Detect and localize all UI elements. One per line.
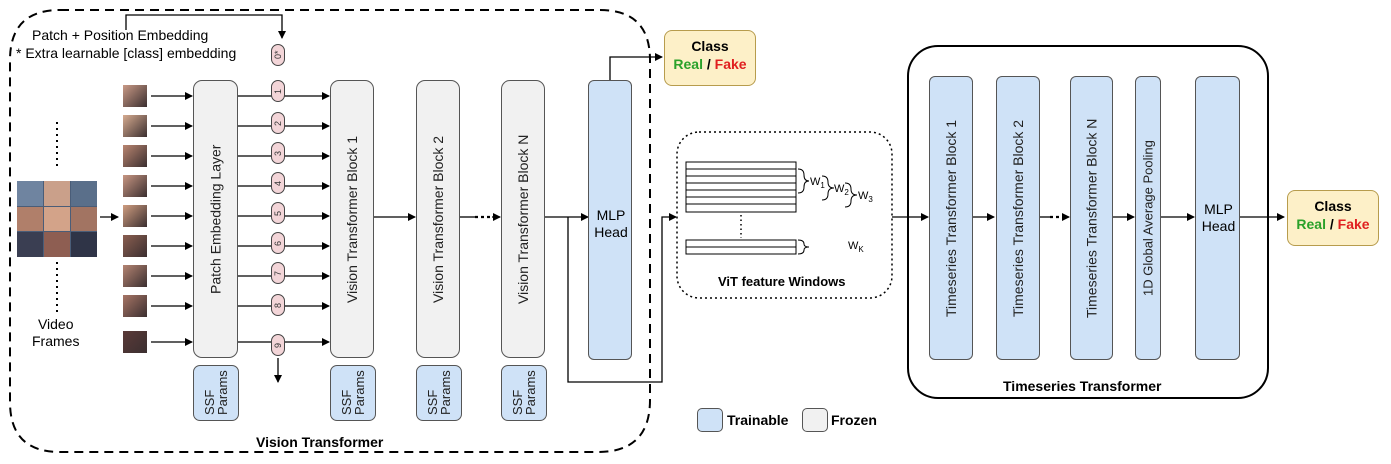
ts-pooling-label: 1D Global Average Pooling (1140, 140, 1156, 296)
ts-container (907, 45, 1269, 399)
w2-label: W2 (834, 183, 849, 198)
patch-image (123, 205, 147, 227)
patch-image (123, 235, 147, 257)
patch-image (123, 115, 147, 137)
ssf-params-patch: SSF Params (193, 365, 239, 421)
vit-block-1: Vision Transformer Block 1 (330, 80, 374, 358)
pos-embedding-arrow (125, 14, 286, 39)
position-token: 1 (271, 80, 285, 102)
class-output-top: Class Real / Fake (664, 30, 756, 86)
ssf-label: SSF Params (339, 370, 367, 416)
patch-image (123, 175, 147, 197)
w3-label: W3 (858, 190, 873, 205)
vit-block-2-label: Vision Transformer Block 2 (430, 135, 446, 303)
position-token: 7 (271, 262, 285, 284)
feature-window-k (685, 239, 797, 255)
class-sep: / (1325, 216, 1338, 232)
wk-label: WK (848, 240, 864, 255)
position-token: 2 (271, 112, 285, 134)
legend-trainable-label: Trainable (727, 412, 789, 428)
ssf-params-block-2: SSF Params (416, 365, 462, 421)
patch-image (123, 85, 147, 107)
class-title: Class (1314, 198, 1352, 214)
ts-mlp-head: MLP Head (1195, 76, 1240, 360)
class-output-right: Class Real / Fake (1287, 190, 1379, 246)
class-fake: Fake (1337, 216, 1370, 232)
ssf-params-block-n: SSF Params (501, 365, 547, 421)
ts-mlp-head-label: MLP Head (1201, 201, 1236, 234)
class-fake: Fake (714, 56, 747, 72)
vit-block-n: Vision Transformer Block N (501, 80, 545, 358)
legend-frozen-swatch (802, 408, 828, 432)
patch-image (123, 295, 147, 317)
position-token: 6 (271, 232, 285, 254)
position-token: 5 (271, 202, 285, 224)
patch-image (123, 331, 147, 353)
ts-block-n: Timeseries Transformer Block N (1070, 76, 1113, 360)
ssf-params-block-1: SSF Params (330, 365, 376, 421)
ssf-label: SSF Params (425, 370, 453, 416)
position-token: 4 (271, 172, 285, 194)
patch-image (123, 265, 147, 287)
ts-title: Timeseries Transformer (1003, 378, 1162, 394)
ts-block-n-label: Timeseries Transformer Block N (1083, 118, 1100, 318)
vit-container (9, 9, 651, 453)
patch-position-label: Patch + Position Embedding (32, 27, 209, 43)
vit-mlp-head-label: MLP Head (594, 207, 628, 240)
legend-trainable-swatch (697, 408, 723, 432)
ts-block-1-label: Timeseries Transformer Block 1 (943, 119, 959, 317)
ssf-label: SSF Params (202, 370, 230, 416)
vit-block-2: Vision Transformer Block 2 (416, 80, 460, 358)
patch-embedding-label: Patch Embedding Layer (207, 144, 224, 294)
ts-block-1: Timeseries Transformer Block 1 (929, 76, 973, 360)
w1-label: W1 (810, 176, 825, 191)
ssf-label: SSF Params (510, 370, 538, 416)
class-title: Class (691, 38, 729, 54)
windows-title: ViT feature Windows (718, 274, 846, 289)
position-token: 8 (271, 294, 285, 316)
ts-block-2-label: Timeseries Transformer Block 2 (1010, 119, 1026, 317)
ts-block-2: Timeseries Transformer Block 2 (996, 76, 1040, 360)
extra-class-label: * Extra learnable [class] embedding (16, 45, 237, 61)
position-token: 0* (271, 44, 285, 66)
legend-frozen-label: Frozen (831, 412, 877, 428)
video-frames-label: Video Frames (32, 316, 80, 349)
windows-container (676, 131, 893, 299)
video-frame-mosaic (16, 180, 98, 258)
vit-block-n-label: Vision Transformer Block N (515, 134, 531, 304)
vit-block-1-label: Vision Transformer Block 1 (344, 135, 360, 303)
ts-pooling: 1D Global Average Pooling (1135, 76, 1161, 360)
patch-embedding-layer: Patch Embedding Layer (193, 80, 238, 358)
class-sep: / (702, 56, 715, 72)
class-real: Real (673, 56, 703, 72)
vit-mlp-head: MLP Head (588, 80, 632, 360)
patch-image (123, 145, 147, 167)
position-token: 3 (271, 142, 285, 164)
feature-window-stack (685, 161, 797, 213)
class-real: Real (1296, 216, 1326, 232)
vit-title: Vision Transformer (256, 434, 384, 450)
position-token: 9 (271, 334, 285, 356)
